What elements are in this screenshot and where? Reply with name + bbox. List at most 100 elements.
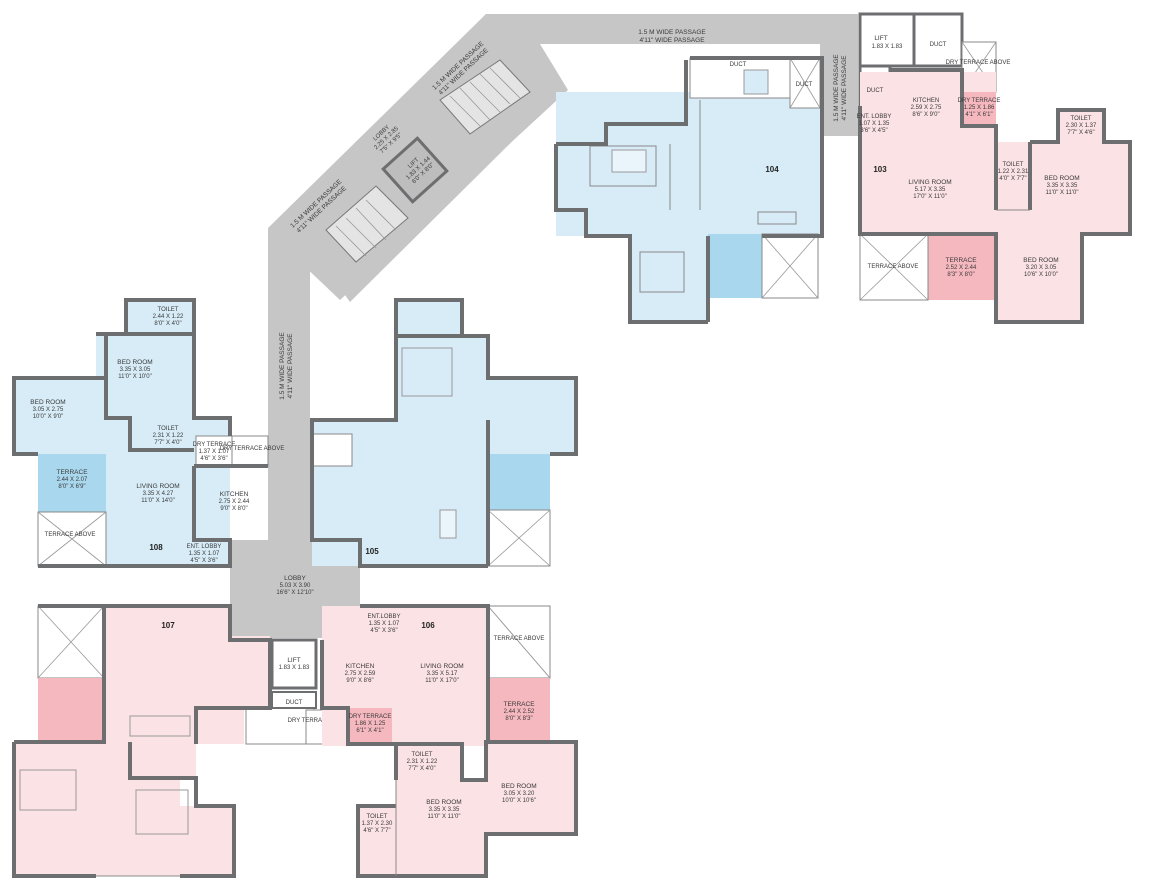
u108-kitchen-imperial: 9'0" X 8'0" [220,506,247,512]
u108-toilet-a-imperial: 8'0" X 4'0" [154,321,181,327]
stair-lower [325,185,409,263]
lobby-main-imperial: 16'6" X 12'10" [276,590,313,596]
u106-dry-terrace-imperial: 6'1" X 4'1" [356,728,383,734]
u108-kitchen-metric: 2.75 X 2.44 [219,499,250,505]
u106-bed2-imperial: 10'0" X 10'6" [502,798,536,804]
u108-toilet-b-metric: 2.31 X 1.22 [153,433,184,439]
u108-bed2-name: BED ROOM [30,399,65,406]
unit-104-number: 104 [765,165,779,174]
duct-104-label: DUCT [730,62,747,68]
u103-bed2-metric: 3.20 X 3.05 [1026,265,1057,271]
u106-kitchen-imperial: 9'0" X 8'6" [346,678,373,684]
u106-living-name: LIVING ROOM [420,663,463,670]
u103-dry-terrace-imperial: 4'1" X 6'1" [965,112,992,118]
u108-dry-terrace-above: DRY TERRACE ABOVE [220,446,285,452]
lift-right-name: LIFT [874,35,887,42]
u103-living-name: LIVING ROOM [908,179,951,186]
duct-right-a: DUCT [930,42,947,48]
lobby-main-name: LOBBY [284,575,306,582]
u106-terrace-metric: 2.44 X 2.52 [504,709,535,715]
u103-dry-terrace-metric: 1.25 X 1.86 [964,105,995,111]
u103-dry-terrace-above: DRY TERRACE ABOVE [946,60,1011,66]
u103-toilet-a-imperial: 4'0" X 7'7" [999,176,1026,182]
u103-terrace-name: TERRACE [945,257,977,264]
u103-bed2-name: BED ROOM [1023,257,1058,264]
duct-main-label: DUCT [286,700,303,706]
u106-toilet-a-name: TOILET [412,752,433,758]
u108-terrace-name: TERRACE [56,469,88,476]
u103-kitchen-imperial: 8'6" X 9'0" [912,112,939,118]
u106-toilet-a-imperial: 7'7" X 4'0" [408,766,435,772]
u108-dry-terrace-metric: 1.37 X 1.07 [199,449,230,455]
u108-ent-lobby-imperial: 4'5" X 3'6" [190,558,217,564]
passage-vertical-right-imperial: 4'11" WIDE PASSAGE [841,55,848,121]
lift-main-metric: 1.83 X 1.83 [279,665,310,671]
lift-top-shaft [381,136,449,204]
unit-108: TOILET 2.44 X 1.22 8'0" X 4'0" BED ROOM … [12,298,285,568]
u108-terrace-imperial: 8'0" X 6'9" [58,484,85,490]
passage-top [486,14,858,58]
u103-living-metric: 5.17 X 3.35 [915,187,946,193]
u108-living-name: LIVING ROOM [136,483,179,490]
u108-terrace-metric: 2.44 X 2.07 [57,477,88,483]
u106-bed2-metric: 3.05 X 3.20 [504,791,535,797]
unit-103: LIFT 1.83 X 1.83 DUCT DUCT DRY TERRACE A… [857,12,1132,324]
u103-terrace-above: TERRACE ABOVE [868,264,919,270]
u106-toilet-a-metric: 2.31 X 1.22 [407,759,438,765]
unit-106-number: 106 [421,621,435,630]
u106-ent-lobby-name: ENT.LOBBY [367,614,400,620]
u106-ent-lobby-metric: 1.35 X 1.07 [369,621,400,627]
duct-right-b: DUCT [867,88,884,94]
u103-bed2-imperial: 10'6" X 10'0" [1024,272,1058,278]
u108-living-metric: 3.35 X 4.27 [143,491,174,497]
u103-dry-terrace-name: DRY TERRACE [958,98,1001,104]
unit-103-number: 103 [873,165,887,174]
u103-ent-lobby-name: ENT. LOBBY [857,114,892,120]
u108-bed2-imperial: 10'0" X 9'0" [33,414,64,420]
u108-kitchen-name: KITCHEN [220,491,249,498]
passage-vertical-left-imperial: 4'11" WIDE PASSAGE [287,333,294,399]
passage-vertical-right-metric: 1.5 M WIDE PASSAGE [833,54,840,122]
u103-bed1-imperial: 11'0" X 11'0" [1045,190,1078,196]
u106-bed2-name: BED ROOM [501,783,536,790]
u108-ent-lobby-metric: 1.35 X 1.07 [189,551,220,557]
u103-toilet-b-name: TOILET [1071,116,1092,122]
u106-bed1-metric: 3.35 X 3.35 [429,807,460,813]
unit-104: 104 DUCT DUCT [554,56,824,324]
unit-105: 105 [310,298,578,568]
u106-living-imperial: 11'0" X 17'0" [425,678,458,684]
stair-upper [439,59,531,135]
u108-toilet-b-imperial: 7'7" X 4'0" [154,440,181,446]
passage-vertical-left [268,230,310,560]
u106-toilet-b-imperial: 4'6" X 7'7" [363,828,390,834]
passage-vertical-left-metric: 1.5 M WIDE PASSAGE [279,332,286,400]
u103-ent-lobby-metric: 1.07 X 1.35 [859,121,890,127]
u106-toilet-b-metric: 1.37 X 2.30 [362,821,393,827]
u106-kitchen-metric: 2.75 X 2.59 [345,671,376,677]
passage-diagonal-band [268,14,540,262]
u106-dry-terrace-name: DRY TERRACE [349,714,392,720]
unit-106: ENT.LOBBY 1.35 X 1.07 4'5" X 3'6" 106 KI… [320,604,578,878]
u108-dry-terrace-imperial: 4'6" X 3'6" [200,456,227,462]
lift-right-metric: 1.83 X 1.83 [872,44,903,50]
unit-107: 107 [12,604,315,878]
u106-terrace-above: TERRACE ABOVE [494,636,545,642]
u103-bed1-name: BED ROOM [1044,175,1079,182]
lift-main-name: LIFT [287,657,300,664]
u103-kitchen-metric: 2.59 X 2.75 [911,105,942,111]
u108-bed1-name: BED ROOM [117,359,152,366]
u106-toilet-b-name: TOILET [367,814,388,820]
passage-right-vertical [820,44,858,136]
u106-terrace-name: TERRACE [503,701,535,708]
u108-toilet-b-name: TOILET [158,426,179,432]
passage-top-imperial: 4'11" WIDE PASSAGE [639,37,705,44]
u103-toilet-b-imperial: 7'7" X 4'6" [1067,130,1094,136]
duct-104b-label: DUCT [796,82,813,88]
u103-toilet-a-metric: 1.22 X 2.31 [998,169,1029,175]
u108-toilet-a-name: TOILET [158,307,179,313]
u103-bed1-metric: 3.35 X 3.35 [1047,183,1078,189]
u103-kitchen-name: KITCHEN [913,98,939,104]
u103-living-imperial: 17'0" X 11'0" [913,194,946,200]
u106-dry-terrace-metric: 1.86 X 1.25 [355,721,386,727]
u106-bed1-name: BED ROOM [426,799,461,806]
